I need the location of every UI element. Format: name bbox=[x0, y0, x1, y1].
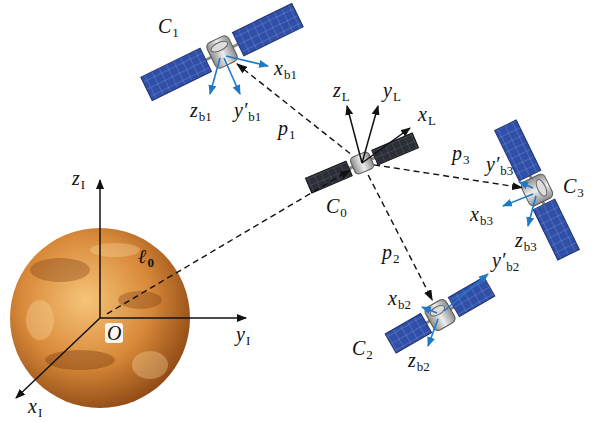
axis-label: xI bbox=[28, 396, 42, 416]
satellite bbox=[384, 275, 496, 355]
axis-label: y′b3 bbox=[486, 154, 513, 174]
local-axes bbox=[347, 106, 410, 163]
satellite bbox=[140, 3, 303, 102]
axis-label: zL bbox=[333, 80, 350, 100]
satellite-label: C1 bbox=[158, 16, 179, 36]
satellite-label: C0 bbox=[326, 196, 347, 216]
relative-position-vector bbox=[368, 175, 432, 300]
inertial-axes bbox=[16, 180, 246, 398]
satellite-label: O bbox=[105, 323, 123, 343]
vector-label: p1 bbox=[278, 118, 296, 138]
axis-label: xL bbox=[418, 104, 436, 124]
satellite-node: C0 bbox=[351, 152, 373, 174]
satellite-node: C3 bbox=[523, 176, 551, 204]
axis-label: y′b1 bbox=[234, 100, 261, 120]
relative-position-vector bbox=[107, 170, 350, 314]
axis-label: zb3 bbox=[515, 230, 537, 250]
axis-label: yI bbox=[236, 324, 250, 344]
relative-position-vector bbox=[374, 165, 522, 188]
satellite bbox=[494, 120, 580, 261]
relative-position-vector bbox=[237, 64, 350, 154]
axis-label: yL bbox=[383, 80, 401, 100]
axis-label: xb2 bbox=[388, 288, 411, 308]
axis-label: xb3 bbox=[470, 204, 493, 224]
axis-label: zb2 bbox=[408, 350, 430, 370]
satellite-label: C2 bbox=[352, 338, 373, 358]
satellite-node: C1 bbox=[208, 38, 236, 66]
satellite-label: C3 bbox=[563, 176, 584, 196]
axis-label: zI bbox=[72, 168, 85, 188]
origin-node: O bbox=[94, 312, 106, 324]
vector-label: p2 bbox=[382, 242, 400, 262]
axis-label: zb1 bbox=[190, 100, 212, 120]
body-axes bbox=[210, 56, 536, 346]
axis-label: xb1 bbox=[274, 58, 297, 78]
vector-label: ℓ0 bbox=[138, 246, 154, 266]
axis-label: y′b2 bbox=[492, 250, 519, 270]
satellite-node: C2 bbox=[426, 301, 454, 329]
vector-label: p3 bbox=[452, 143, 470, 163]
